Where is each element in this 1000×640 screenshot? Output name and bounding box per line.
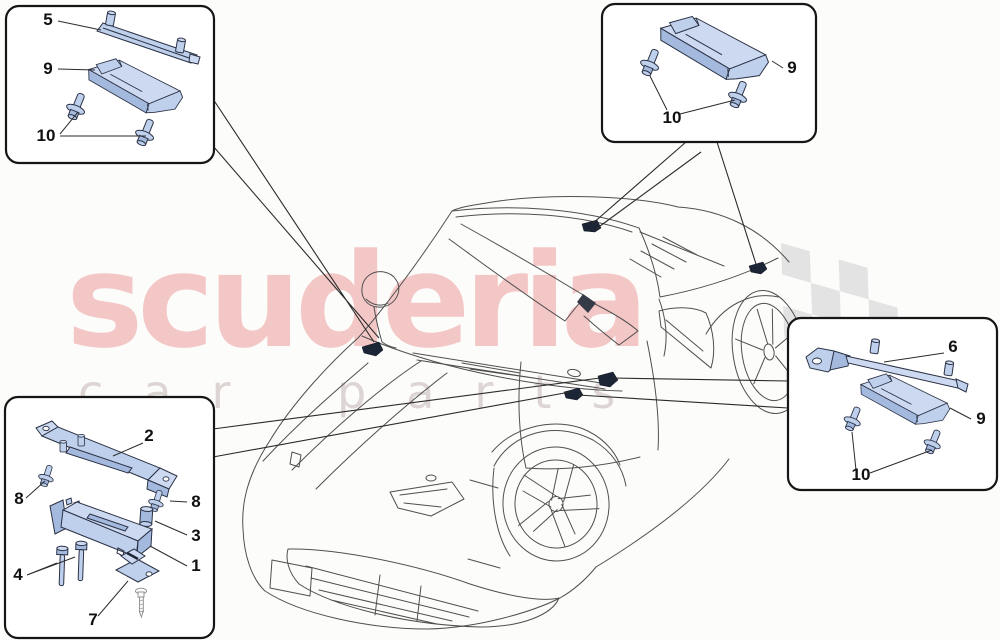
side-intake-scoop [658,307,715,369]
sensor-mark-door-front [597,371,619,388]
sensor-mark-door-sill [563,387,584,401]
mounting-bracket-part-2 [35,420,178,498]
part-label: 6 [948,337,957,356]
b-pillar [577,294,596,313]
bracket-part-6 [805,337,969,393]
wiper-blades [412,352,606,390]
sensor-mark-rear-fender [748,261,768,275]
engine-cover-louvres [629,236,698,278]
wing-mirror [361,271,400,349]
part-label: 9 [976,409,985,428]
watermark-primary: scuderia [66,225,643,377]
part-label: 7 [88,610,97,629]
spacer-part-3 [139,505,154,528]
rear-wheel [731,290,807,414]
part-label: 8 [191,492,200,511]
part-label: 9 [787,58,796,77]
part-label: 9 [43,59,52,78]
car-windscreen [451,207,640,229]
headlight [389,481,465,517]
part-label: 4 [13,565,23,584]
car-rear-deck [659,257,779,298]
part-label: 10 [663,108,682,127]
bracket-part-5 [96,9,201,65]
door-window [448,223,586,322]
front-wheel-arch [492,430,627,557]
tpms-ecu-part-1 [49,497,153,561]
car-sill-line [595,458,730,568]
front-wheel [502,446,610,562]
rear-wheel-arch [705,295,780,335]
car-illustration [242,196,807,630]
clamp-part-7 [114,548,161,583]
callout-bottom-left-parts: 2 8 8 3 1 4 7 [13,420,201,629]
part-label: 10 [37,126,56,145]
part-label: 5 [43,10,52,29]
front-grille [286,548,560,628]
callout-bottom-right-parts: 6 9 10 [805,337,986,484]
callout-box-top-right [600,2,818,144]
part-label: 10 [852,465,871,484]
leader-lines [212,98,789,458]
part-label: 3 [191,526,200,545]
door-handle [567,368,581,378]
number-plate [269,559,313,597]
car-silhouette [242,196,790,630]
sensor-mark-rear-deck [581,219,602,233]
callout-top-left-parts: 5 9 10 [37,9,201,150]
sensor-mark-windscreen-cowl [361,341,384,357]
part-label: 1 [191,556,200,575]
callout-top-right-parts: 9 10 [636,11,797,127]
bonnet-badge [289,451,302,468]
part-label: 8 [14,489,23,508]
part-label: 2 [144,426,153,445]
screw-white [135,587,147,619]
